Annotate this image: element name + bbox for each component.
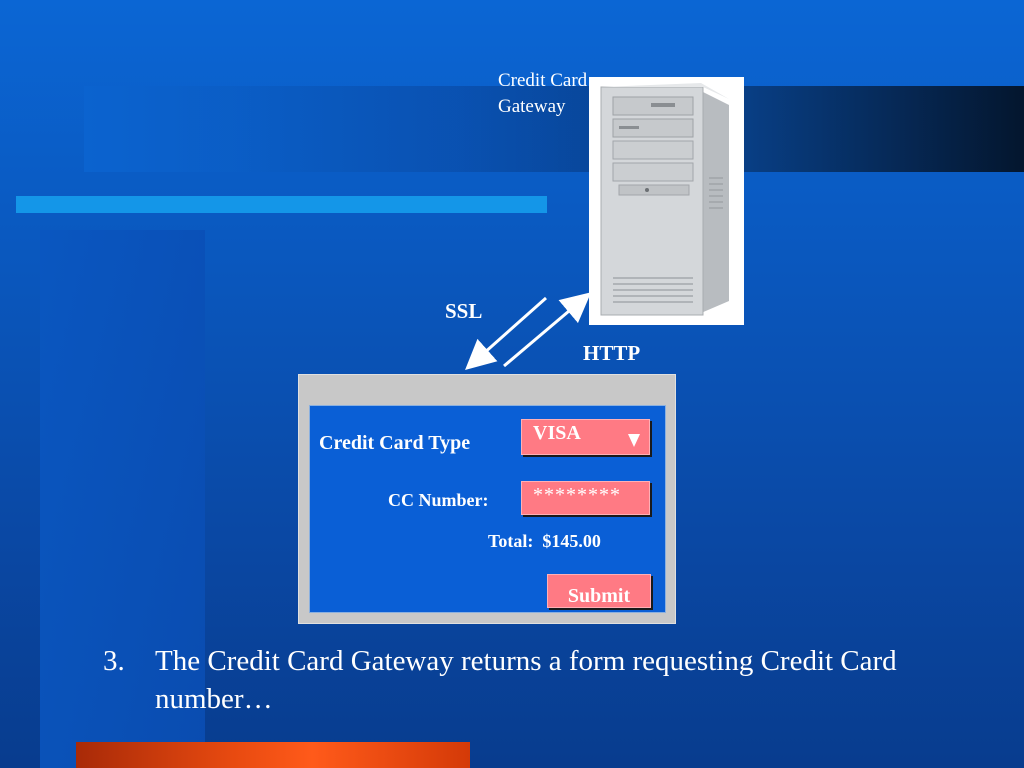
server-tower-icon xyxy=(600,83,729,316)
bidirectional-arrow-icon xyxy=(465,292,592,370)
ssl-label: SSL xyxy=(445,299,483,323)
background-panel-top xyxy=(84,86,1024,172)
cc-number-value: ******** xyxy=(533,484,621,506)
total-label: Total: xyxy=(488,531,534,551)
card-type-label: Credit Card Type xyxy=(319,432,471,454)
cc-number-input[interactable]: ******** xyxy=(521,481,650,515)
gateway-label-line1: Credit Card xyxy=(498,70,588,91)
submit-button[interactable]: Submit xyxy=(547,574,651,608)
background-panel-left xyxy=(40,230,205,768)
cc-number-label: CC Number: xyxy=(388,490,489,510)
gateway-label-line2: Gateway xyxy=(498,96,566,117)
card-type-select[interactable]: VISA xyxy=(521,419,650,455)
bottom-accent-bar xyxy=(76,742,470,768)
accent-bar xyxy=(16,196,547,213)
total-value: $145.00 xyxy=(542,531,601,551)
total-display: Total: $145.00 xyxy=(488,531,601,552)
payment-form-window: Credit Card Type VISA CC Number: *******… xyxy=(298,374,676,624)
bullet-text: The Credit Card Gateway returns a form r… xyxy=(155,645,897,715)
bullet-number: 3. xyxy=(103,645,125,677)
gateway-label: Credit Card Gateway xyxy=(498,68,587,120)
card-type-value: VISA xyxy=(533,422,581,444)
server-image xyxy=(589,77,744,325)
http-label: HTTP xyxy=(583,341,641,365)
triangle-down-icon[interactable] xyxy=(628,434,640,447)
payment-form: Credit Card Type VISA CC Number: *******… xyxy=(309,405,666,613)
